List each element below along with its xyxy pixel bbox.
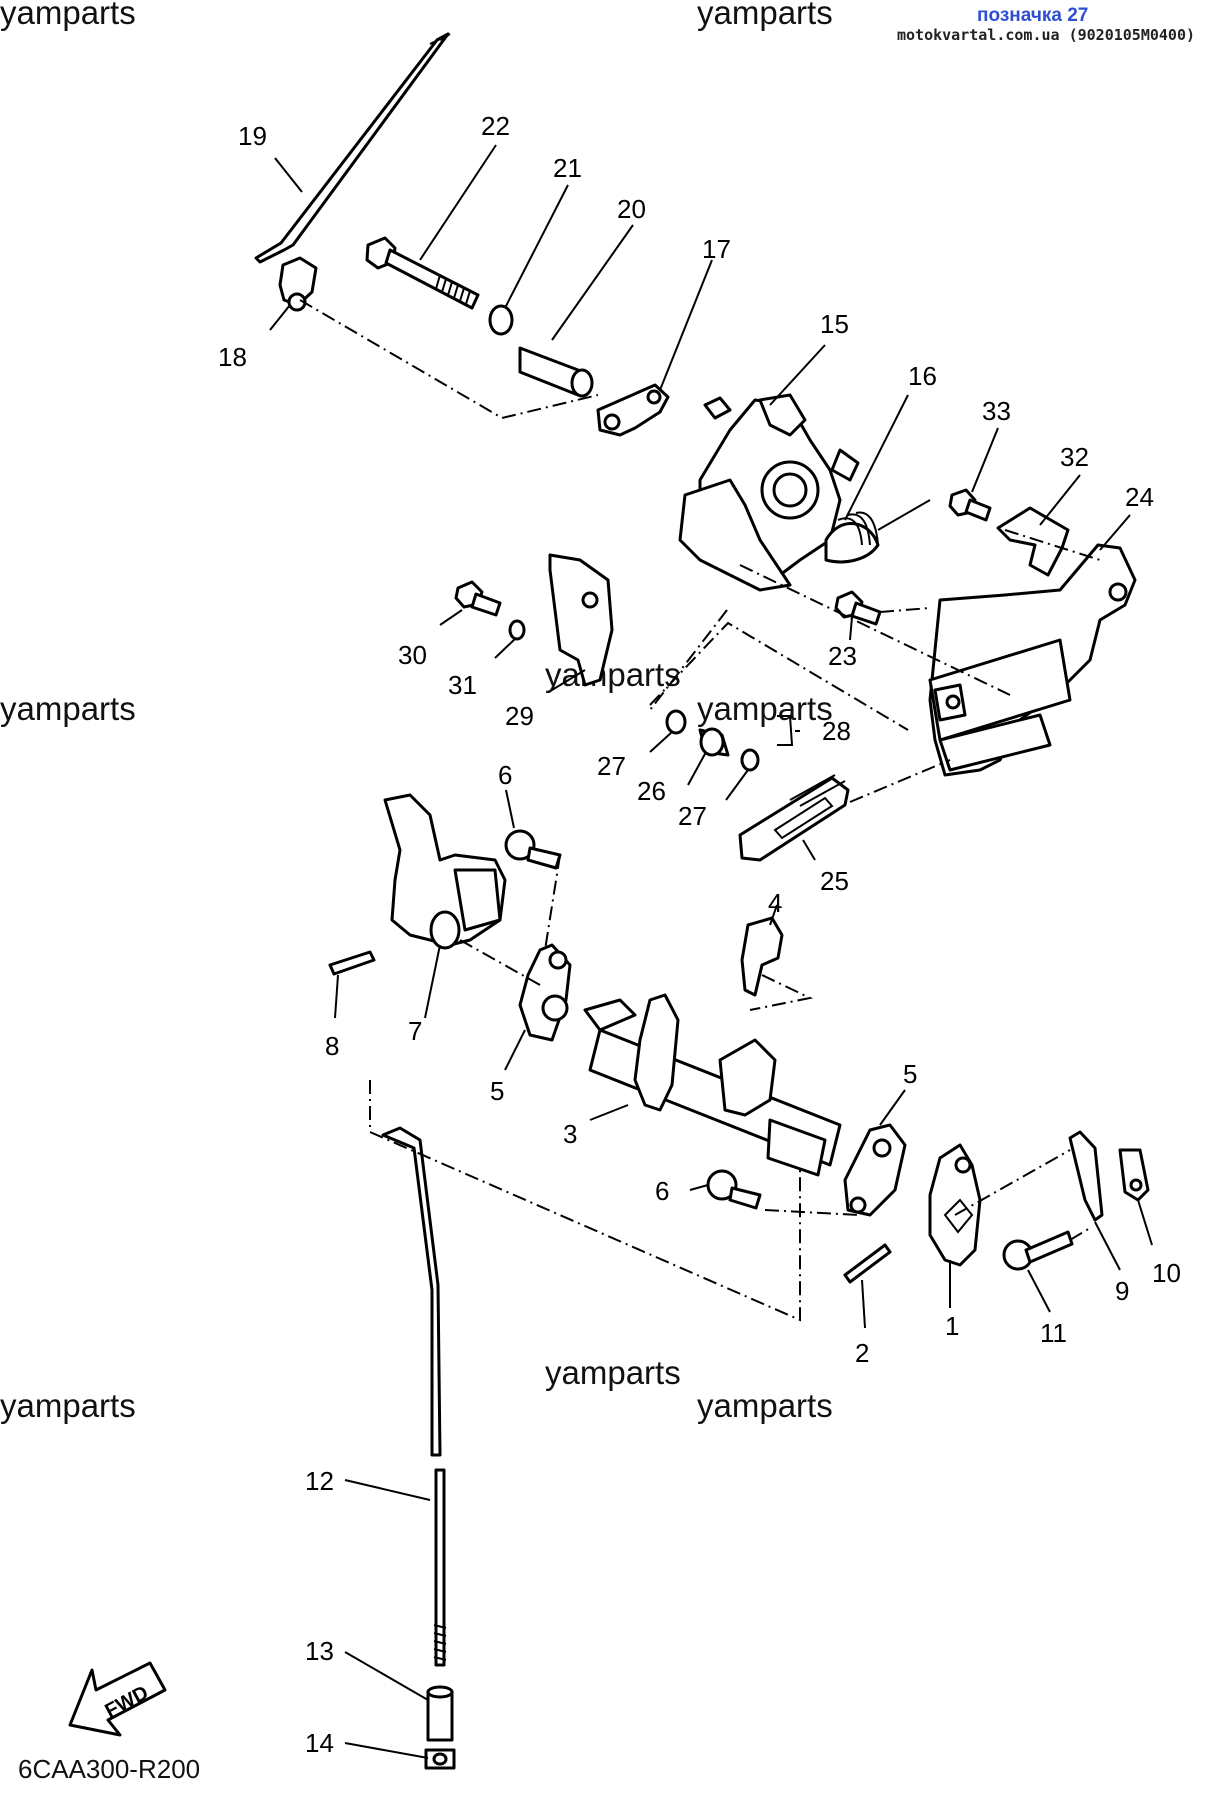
callout-8: 8: [325, 1031, 339, 1061]
callout-33: 33: [982, 396, 1011, 426]
part-22-bolt: [365, 236, 480, 310]
callout-22: 22: [481, 111, 510, 141]
callout-18: 18: [218, 342, 247, 372]
part-17-link: [596, 383, 670, 437]
part-3-shaft: [583, 993, 842, 1177]
callout-4: 4: [768, 888, 782, 918]
part-27-washer: [665, 709, 687, 735]
callout-numbers: 19 18 22 21 20 17 15 16 33 32 24 23 30 3…: [218, 111, 1181, 1758]
part-14-nut: [424, 1748, 456, 1770]
callout-24: 24: [1125, 482, 1154, 512]
callout-31: 31: [448, 670, 477, 700]
callout-16: 16: [908, 361, 937, 391]
part-26-collar: [698, 727, 730, 757]
callout-5: 5: [490, 1076, 504, 1106]
callout-20: 20: [617, 194, 646, 224]
callout-3: 3: [563, 1119, 577, 1149]
part-1-bracket: [928, 1143, 982, 1267]
callout-13: 13: [305, 1636, 334, 1666]
callout-27: 27: [597, 751, 626, 781]
part-19-rod: [254, 32, 451, 264]
callout-19: 19: [238, 121, 267, 151]
callout-12: 12: [305, 1466, 334, 1496]
callout-23: 23: [828, 641, 857, 671]
part-6-bolt: [504, 829, 562, 870]
assembly-lines: [299, 299, 1101, 1322]
callout-25: 25: [820, 866, 849, 896]
watermark: yamparts: [545, 656, 681, 693]
diagram-code: 6CAA300-R200: [18, 1754, 201, 1784]
callout-21: 21: [553, 153, 582, 183]
callout-7: 7: [408, 1016, 422, 1046]
fwd-arrow-icon: FWD: [68, 1661, 167, 1737]
callout-5: 5: [903, 1059, 917, 1089]
callout-30: 30: [398, 640, 427, 670]
callout-2: 2: [855, 1338, 869, 1368]
callout-11: 11: [1040, 1318, 1067, 1348]
callout-6: 6: [498, 760, 512, 790]
watermark: yamparts: [0, 1387, 136, 1424]
part-29-bracket: [548, 553, 614, 687]
part-6-bolt: [706, 1169, 762, 1210]
callout-1: 1: [945, 1311, 959, 1341]
part-8-pin: [328, 950, 376, 976]
part-12-rod: [381, 1126, 447, 1667]
part-27-washer: [740, 748, 760, 772]
callout-leaders: [269, 144, 1153, 1759]
watermark: yamparts: [545, 1354, 681, 1391]
callout-32: 32: [1060, 442, 1089, 472]
watermark: yamparts: [0, 690, 136, 727]
watermark: yamparts: [0, 0, 136, 31]
callout-27: 27: [678, 801, 707, 831]
part-16-spring: [824, 499, 931, 564]
part-7-lever: [383, 793, 507, 950]
callout-28: 28: [822, 716, 851, 746]
callout-6: 6: [655, 1176, 669, 1206]
watermark: yamparts: [697, 0, 833, 31]
watermark: yamparts: [697, 690, 833, 727]
part-23-bolt: [834, 590, 882, 626]
part-11-bolt: [1002, 1230, 1074, 1271]
part-9-plate: [1068, 1130, 1104, 1222]
part-5-arm: [843, 1123, 907, 1217]
part-18-joint: [278, 256, 318, 312]
part-31-washer: [508, 619, 526, 641]
part-25-slider: [738, 774, 850, 862]
diagram-label: позначка 27: [977, 5, 1089, 26]
callout-9: 9: [1115, 1276, 1129, 1306]
callout-15: 15: [820, 309, 849, 339]
callout-29: 29: [505, 701, 534, 731]
callout-10: 10: [1152, 1258, 1181, 1288]
part-33-bolt: [948, 488, 992, 522]
part-4-clip: [740, 916, 784, 997]
part-30-bolt: [454, 580, 502, 617]
part-32-bracket: [996, 506, 1070, 577]
callout-26: 26: [637, 776, 666, 806]
source-reference: motokvartal.com.ua (9020105M0400): [897, 26, 1196, 44]
part-28-clip: [777, 715, 794, 746]
part-5-arm: [518, 943, 572, 1042]
part-10-tab: [1118, 1148, 1150, 1202]
part-13-collar: [426, 1685, 454, 1742]
part-24-plate: [928, 543, 1137, 777]
part-21-washer: [488, 304, 514, 336]
callout-17: 17: [702, 234, 731, 264]
part-20-collar: [518, 346, 594, 398]
callout-14: 14: [305, 1728, 334, 1758]
part-2-pin: [843, 1243, 892, 1284]
watermark: yamparts: [697, 1387, 833, 1424]
